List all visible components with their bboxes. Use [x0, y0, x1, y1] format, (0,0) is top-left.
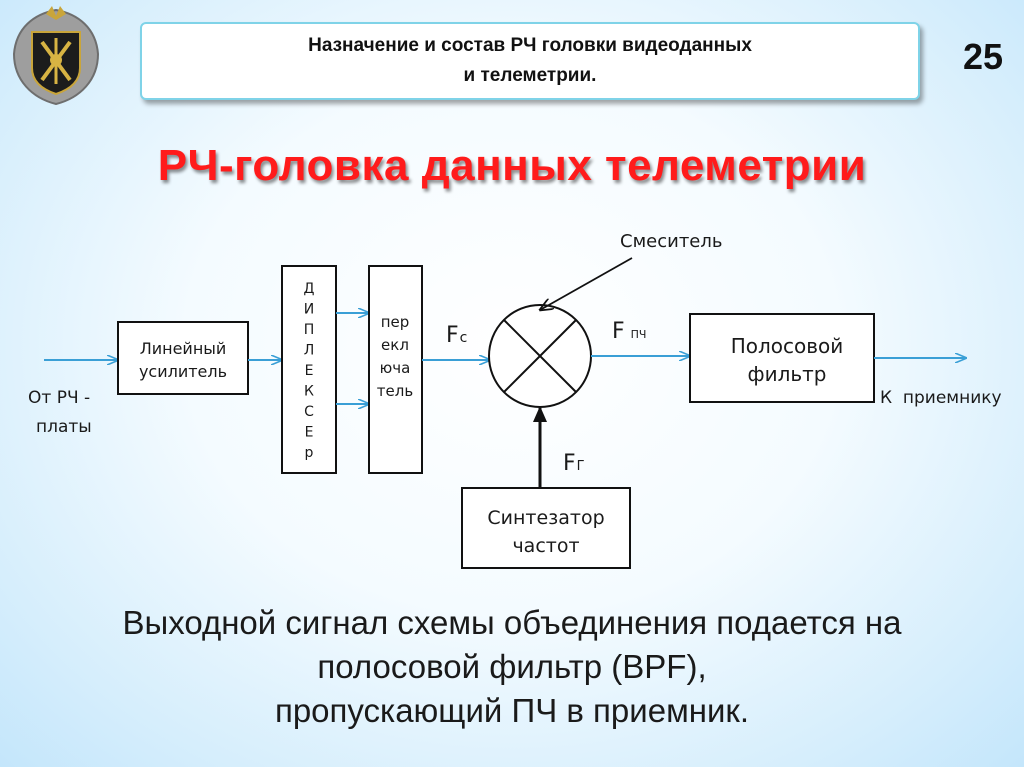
amplifier-label-line2: усилитель [139, 362, 227, 381]
diplexer-letter: Е [305, 425, 314, 441]
synthesizer-block [461, 487, 631, 569]
diplexer-letter: р [305, 445, 314, 461]
fg-label: FГ [563, 451, 585, 476]
amplifier-label-line1: Линейный [140, 339, 227, 358]
switch-label: пер екл юча тель [377, 313, 413, 400]
switch-label-line: пер [381, 313, 410, 331]
emblem-logo [12, 6, 100, 106]
header-box: Назначение и состав РЧ головки видеоданн… [140, 22, 920, 100]
diplexer-letter: С [304, 404, 314, 420]
filter-label-line2: фильтр [747, 362, 826, 386]
bandpass-filter-block [689, 313, 875, 403]
switch-label-line: екл [381, 336, 409, 354]
input-label-line1: От РЧ - [28, 388, 90, 408]
main-title: РЧ-головка данных телеметрии [157, 141, 867, 190]
diplexer-letter: Д [304, 281, 315, 297]
diplexer-block [281, 265, 337, 474]
filter-label-line1: Полосовой [731, 334, 844, 358]
output-label: К приемнику [880, 388, 1002, 408]
mixer-pointer-arrow [540, 257, 633, 310]
diplexer-letter: Л [304, 343, 315, 359]
diplexer-letter: П [304, 322, 315, 338]
switch-block [368, 265, 423, 474]
caption-text: Выходной сигнал схемы объединения подает… [122, 604, 902, 729]
slide-number: 25 [962, 36, 1004, 77]
switch-label-line: юча [380, 359, 411, 377]
diplexer-letter: И [304, 302, 314, 318]
synth-label-line2: частот [512, 535, 579, 557]
fc-label: Fс [446, 323, 467, 348]
slide-header-title: Назначение и состав РЧ головки видеоданн… [308, 35, 752, 86]
switch-label-line: тель [377, 382, 413, 400]
linear-amplifier-block [117, 321, 249, 395]
mixer-label: Смеситель [620, 231, 723, 252]
diplexer-letter: Е [305, 363, 314, 379]
input-label-line2: платы [36, 417, 92, 437]
diplexer-letter: К [304, 384, 314, 400]
synth-label-line1: Синтезатор [487, 507, 604, 529]
